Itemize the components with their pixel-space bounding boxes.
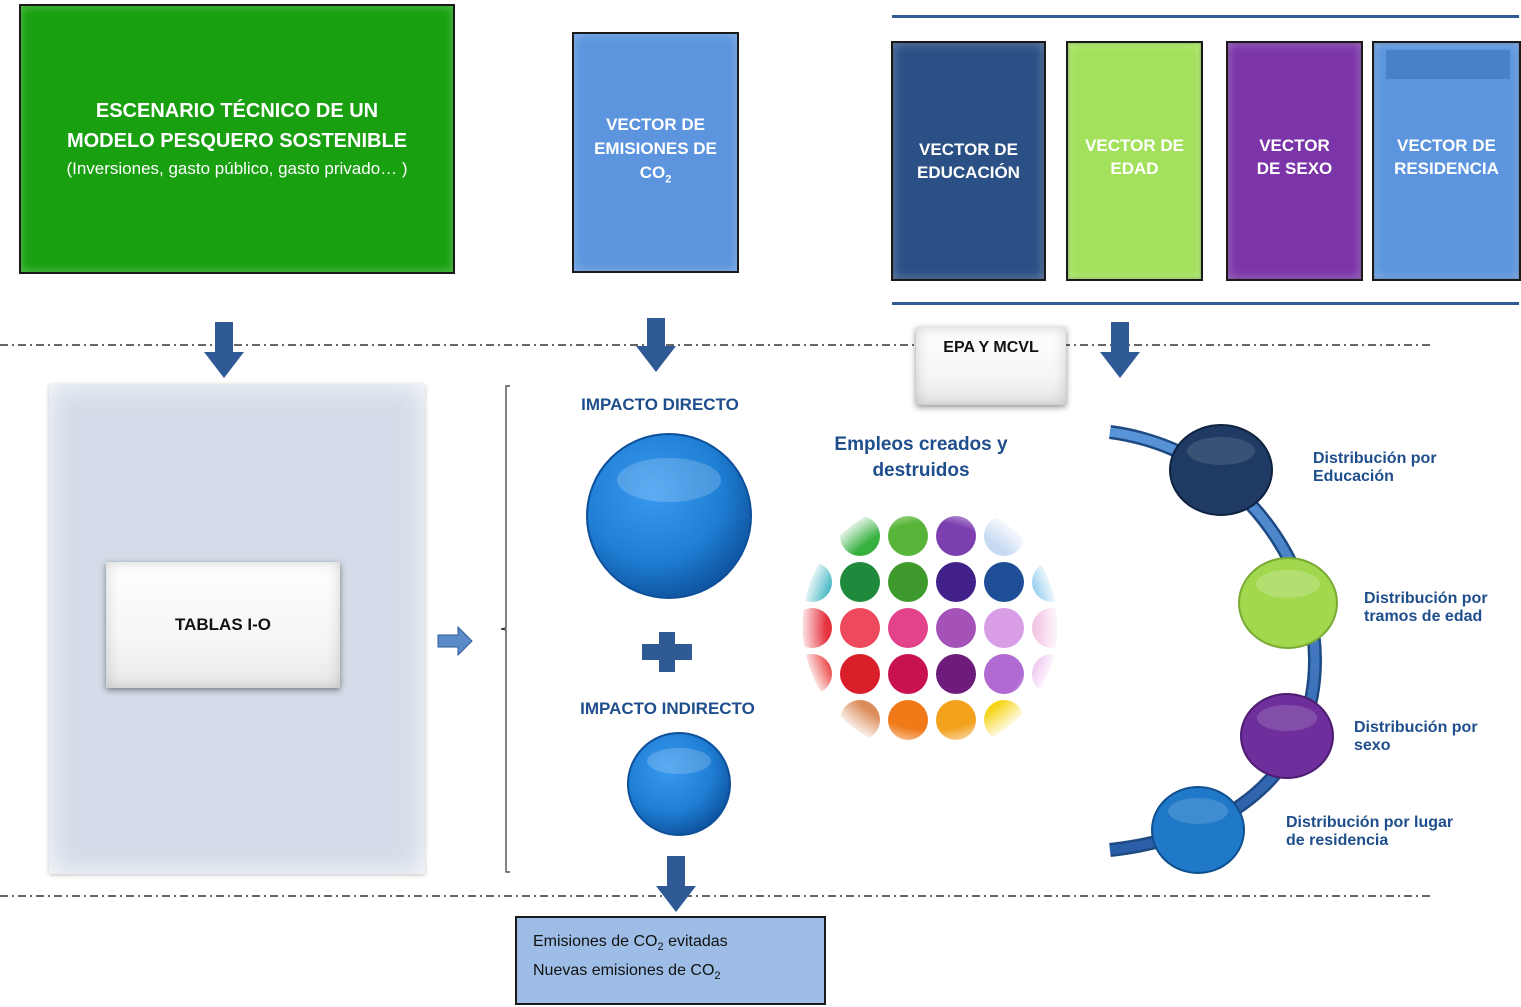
vector-educacion: VECTOR DE EDUCACIÓN (891, 41, 1046, 281)
vector-residencia-top-band (1386, 50, 1510, 79)
vector-group-bottom-rule (892, 302, 1519, 305)
dash-dot-separator-top (0, 344, 1430, 346)
scenario-title-line1: ESCENARIO TÉCNICO DE UN (95, 100, 379, 122)
emissions-avoided-line: Emisiones de CO2 evitadas (533, 933, 728, 954)
arrow-right-io (437, 625, 473, 657)
dist-edad-circle (1238, 557, 1338, 649)
dist-residencia-circle (1151, 786, 1245, 874)
scenario-title-line2: MODELO PESQUERO SOSTENIBLE (66, 130, 408, 152)
dash-dot-separator-bottom (0, 895, 1430, 897)
new-emissions-line: Nuevas emisiones de CO2 (533, 962, 721, 983)
impacto-directo-circle (586, 433, 752, 599)
emissions-result-box: Emisiones de CO2 evitadas Nuevas emision… (515, 916, 826, 1005)
vector-group-top-rule (892, 15, 1519, 18)
arrow-down-scenario (204, 322, 244, 378)
vector-co2-line3: CO2 (639, 163, 672, 186)
dist-residencia-label: Distribución por lugar de residencia (1286, 814, 1454, 849)
impacto-directo-label: IMPACTO DIRECTO (581, 395, 739, 414)
dist-edad-label: Distribución por tramos de edad (1364, 590, 1488, 625)
vector-co2-box: VECTOR DE EMISIONES DE CO2 (572, 32, 739, 273)
vector-residencia: VECTOR DE RESIDENCIA (1372, 41, 1521, 281)
scenario-box: ESCENARIO TÉCNICO DE UN MODELO PESQUERO … (19, 4, 455, 274)
arrow-down-vectors (1100, 322, 1140, 378)
tablas-io-box: TABLAS I-O (106, 562, 340, 688)
impacto-indirecto-circle (627, 732, 731, 836)
vector-edad: VECTOR DE EDAD (1066, 41, 1203, 281)
impacts-bracket (500, 385, 510, 873)
epa-mcvl-box: EPA Y MCVL (916, 327, 1066, 405)
vector-co2-line2: EMISIONES DE (594, 139, 717, 159)
dist-educacion-circle (1169, 424, 1273, 516)
empleos-label: Empleos creados y destruidos (834, 434, 1008, 481)
vector-sexo: VECTOR DE SEXO (1226, 41, 1363, 281)
plus-icon (642, 632, 692, 672)
dist-sexo-circle (1240, 693, 1334, 779)
employment-dots-graphic (803, 499, 1057, 753)
arrow-down-co2 (636, 318, 676, 372)
scenario-subtitle: (Inversiones, gasto público, gasto priva… (66, 159, 408, 178)
dist-sexo-label: Distribución por sexo (1354, 719, 1478, 754)
arrow-down-impacts (656, 856, 696, 912)
dist-educacion-label: Distribución por Educación (1313, 450, 1437, 485)
vector-co2-line1: VECTOR DE (606, 115, 705, 135)
impacto-indirecto-label: IMPACTO INDIRECTO (580, 699, 755, 718)
